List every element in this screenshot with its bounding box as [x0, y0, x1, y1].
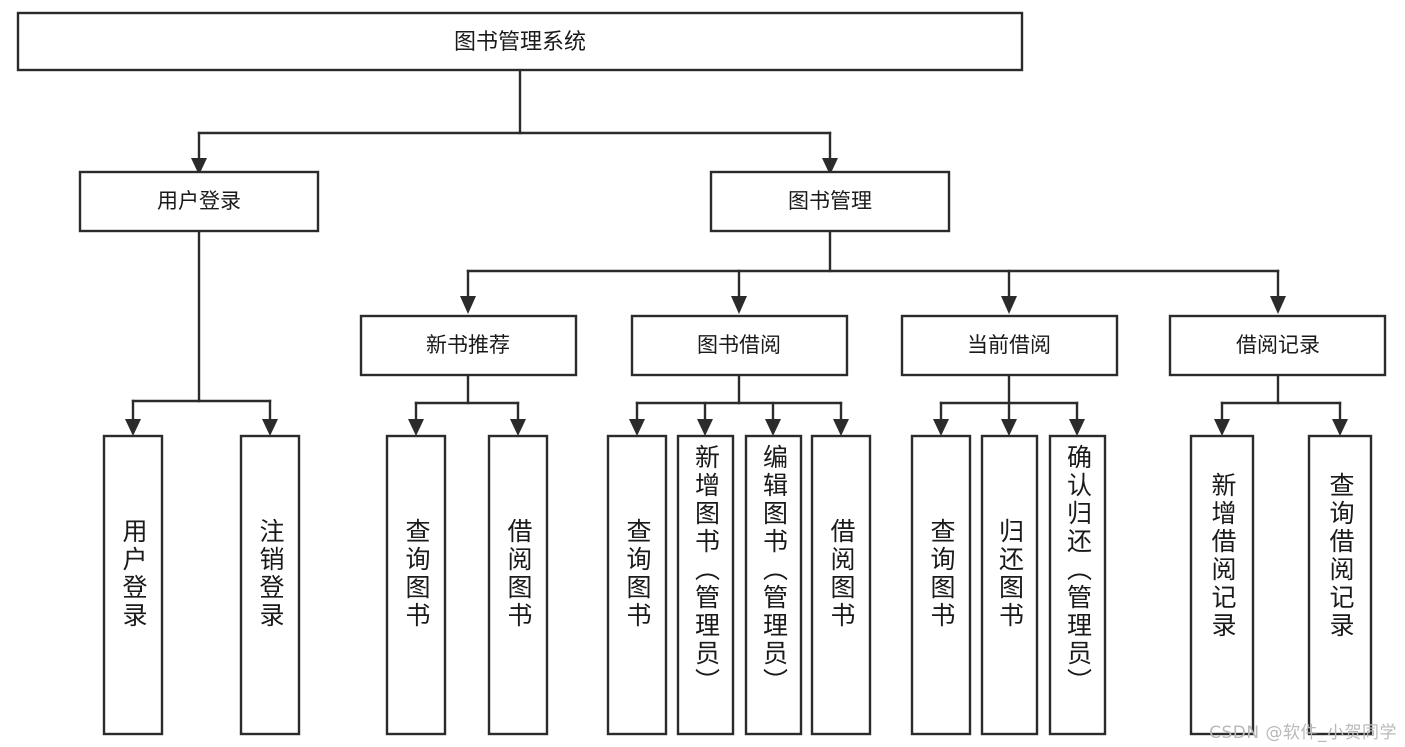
node-box-borrow-record[interactable] [1168, 314, 1387, 377]
edge-group-new-book-recommend-to-leaves [408, 373, 526, 436]
node-box-leaf-logout-login[interactable] [239, 434, 301, 736]
node-box-leaf-query-book-1[interactable] [385, 434, 447, 736]
arrow-head-leaf-add-book [697, 419, 713, 436]
arrow-head-leaf-edit-book [765, 419, 781, 436]
node-label-book-management: 图书管理 [788, 189, 872, 213]
arrow-head-leaf-query-book-3 [933, 419, 949, 436]
node-box-book-borrow[interactable] [630, 314, 849, 377]
edge-group-borrow-record-to-leaves [1214, 373, 1348, 436]
node-box-book-management[interactable] [709, 170, 951, 233]
node-label-new-book-recommend: 新书推荐 [426, 333, 510, 357]
node-box-leaf-return-book[interactable] [980, 434, 1039, 736]
node-box-leaf-add-record[interactable] [1189, 434, 1255, 736]
arrow-head-leaf-borrow-book-2 [833, 419, 849, 436]
node-label-book-borrow: 图书借阅 [697, 333, 781, 357]
arrow-head-leaf-confirm-return [1069, 419, 1085, 436]
edge-group-book-borrow-to-leaves [629, 373, 849, 436]
node-label-current-borrow: 当前借阅 [967, 333, 1051, 357]
arrow-head-leaf-return-book [1001, 419, 1017, 436]
arrow-head-current-borrow [1001, 296, 1017, 314]
arrow-head-leaf-query-book-2 [629, 419, 645, 436]
node-box-new-book-recommend[interactable] [359, 314, 578, 377]
node-box-leaf-add-book[interactable] [676, 434, 735, 736]
node-box-leaf-query-book-2[interactable] [606, 434, 668, 736]
arrow-head-leaf-logout-login [262, 419, 278, 436]
csdn-watermark: CSDN @软件_小贺同学 [1209, 723, 1397, 743]
arrow-head-leaf-add-record [1214, 419, 1230, 436]
arrow-head-new-book-recommend [460, 296, 476, 314]
node-box-root[interactable] [16, 11, 1024, 72]
edge-group-root-to-level1 [191, 68, 838, 175]
arrow-head-borrow-record [1270, 296, 1286, 314]
node-box-leaf-user-login[interactable] [102, 434, 164, 736]
arrow-head-book-management [822, 158, 838, 175]
node-label-root: 图书管理系统 [454, 30, 586, 55]
arrow-head-user-login [191, 158, 207, 175]
arrow-head-leaf-query-record [1332, 419, 1348, 436]
node-box-leaf-borrow-book-2[interactable] [810, 434, 872, 736]
node-box-leaf-edit-book[interactable] [744, 434, 803, 736]
arrow-head-leaf-user-login [125, 419, 141, 436]
edge-group-current-borrow-to-leaves [933, 373, 1085, 436]
edge-group-user-login-to-leaves [125, 229, 278, 436]
node-box-leaf-confirm-return[interactable] [1048, 434, 1107, 736]
node-box-leaf-borrow-book-1[interactable] [487, 434, 549, 736]
arrow-head-leaf-borrow-book-1 [510, 419, 526, 436]
node-box-leaf-query-record[interactable] [1307, 434, 1373, 736]
arrow-head-leaf-query-book-1 [408, 419, 424, 436]
node-label-borrow-record: 借阅记录 [1236, 333, 1320, 357]
arrow-head-book-borrow [731, 296, 747, 314]
node-label-user-login: 用户登录 [157, 189, 241, 213]
node-box-current-borrow[interactable] [900, 314, 1119, 377]
node-box-leaf-query-book-3[interactable] [910, 434, 972, 736]
node-box-user-login[interactable] [78, 170, 320, 233]
edge-group-book-management-to-level2 [460, 229, 1286, 314]
